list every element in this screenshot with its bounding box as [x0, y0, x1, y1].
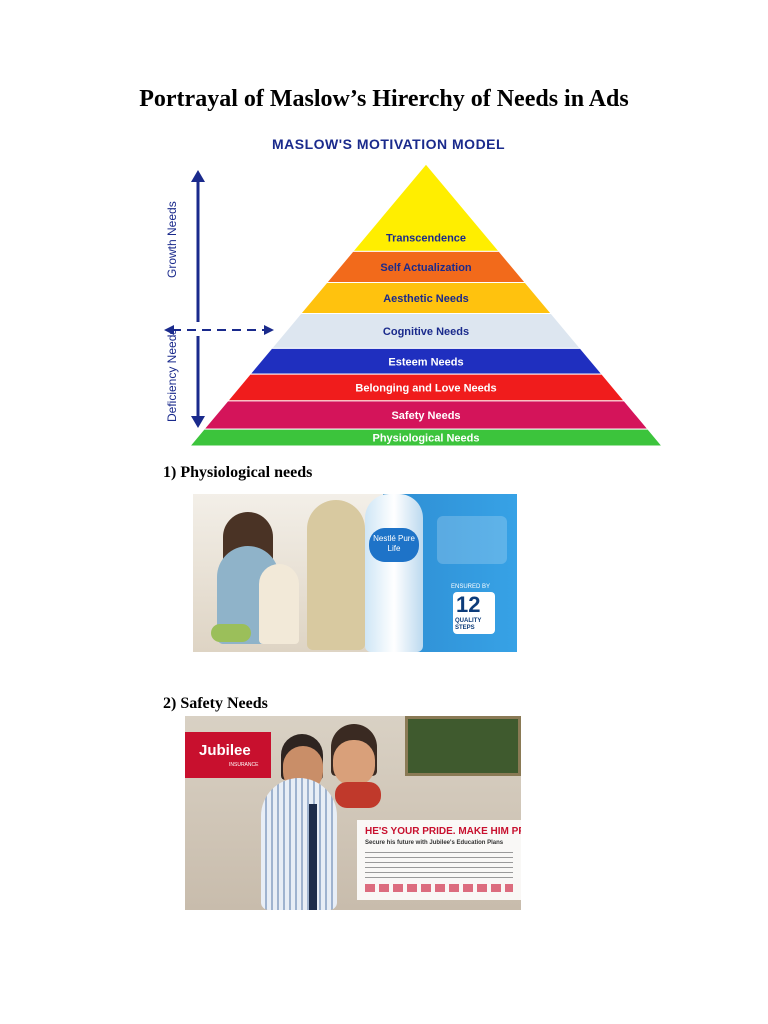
growth-needs-label: Growth Needs	[165, 201, 179, 278]
ad-nestle-pure-life: Nestlé Pure Life ENSURED BY 12 QUALITY S…	[193, 494, 517, 652]
ad-jubilee-insurance: Jubilee INSURANCE HE'S YOUR PRIDE. MAKE …	[185, 716, 521, 910]
pyramid-label-self-actualization: Self Actualization	[380, 262, 472, 274]
pyramid-label-aesthetic-needs: Aesthetic Needs	[383, 293, 469, 305]
model-title: MASLOW'S MOTIVATION MODEL	[272, 136, 506, 152]
bottle-brand-label: Nestlé Pure Life	[369, 528, 419, 562]
pyramid-label-safety-needs: Safety Needs	[391, 410, 460, 422]
jubilee-brand-sub: INSURANCE	[229, 762, 259, 768]
jubilee-subline: Secure his future with Jubilee's Educati…	[365, 840, 504, 846]
water-bottle	[365, 494, 423, 652]
pyramid-level-physiological-needs	[188, 428, 664, 447]
badge-text: QUALITY STEPS	[455, 618, 482, 631]
jubilee-brand: Jubilee	[199, 742, 251, 759]
jubilee-contact-bar	[365, 884, 513, 892]
page-title: Portrayal of Maslow’s Hirerchy of Needs …	[139, 86, 629, 112]
boundary-dashed-arrow	[164, 325, 274, 335]
deficiency-arrow	[191, 336, 205, 428]
pyramid-label-esteem-needs: Esteem Needs	[388, 356, 463, 368]
deficiency-needs-label: Deficiency Needs	[165, 329, 179, 422]
section-heading-safety: 2) Safety Needs	[163, 695, 268, 712]
jubilee-body-text	[365, 852, 513, 880]
badge-number: 12	[456, 592, 481, 617]
badge-caption: ENSURED BY	[451, 584, 491, 590]
growth-arrow	[191, 170, 205, 322]
quality-badge	[453, 592, 495, 634]
pyramid-label-cognitive-needs: Cognitive Needs	[383, 326, 469, 338]
pyramid-label-belonging-and-love-needs: Belonging and Love Needs	[355, 382, 496, 394]
section-heading-physiological: 1) Physiological needs	[163, 464, 313, 481]
urdu-slogan	[437, 516, 507, 564]
pyramid-label-transcendence: Transcendence	[386, 232, 466, 244]
jubilee-headline: HE'S YOUR PRIDE. MAKE HIM PROUD.	[365, 826, 521, 837]
jubilee-logo	[185, 732, 271, 778]
pyramid-label-physiological-needs: Physiological Needs	[373, 433, 480, 445]
